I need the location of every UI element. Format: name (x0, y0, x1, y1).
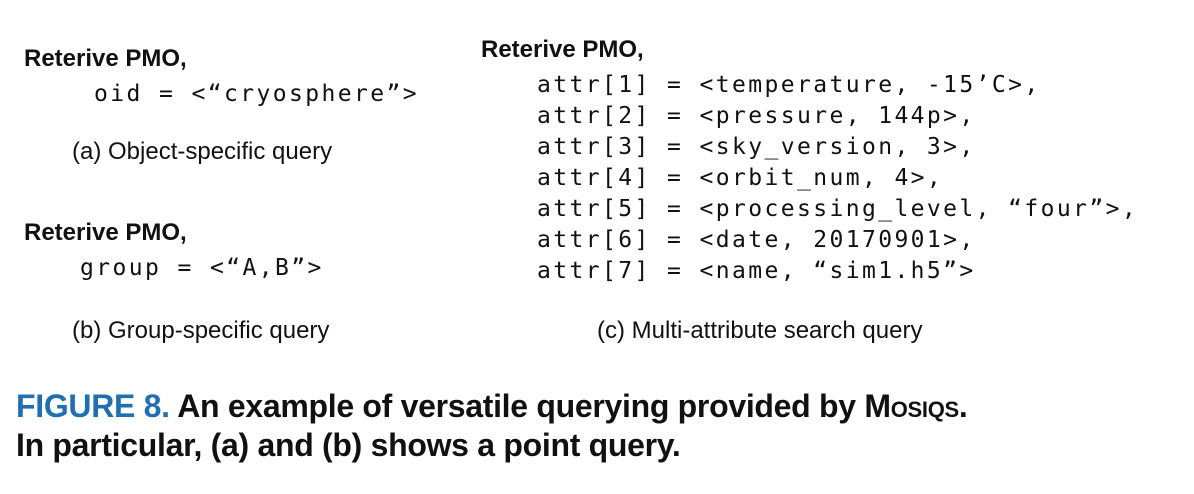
panel-a-heading: Reterive PMO, (24, 45, 187, 72)
attribute-line: attr[5] = <processing_level, “four”>, (537, 196, 1139, 222)
panel-b-caption: (b) Group-specific query (72, 317, 330, 344)
panel-b-code: group = <“A,B”> (80, 255, 324, 281)
attribute-line: attr[2] = <pressure, 144p>, (537, 103, 976, 129)
figure-label: FIGURE 8. (16, 388, 170, 424)
attribute-line: attr[6] = <date, 20170901>, (537, 227, 976, 253)
figure-caption-text: An example of versatile querying provide… (177, 388, 865, 424)
attribute-line: attr[1] = <temperature, -15’C>, (537, 72, 1041, 98)
figure-caption-system-name: Mosiqs (864, 388, 959, 424)
attribute-line: attr[3] = <sky_version, 3>, (537, 134, 976, 160)
panel-b-heading: Reterive PMO, (24, 219, 187, 246)
panel-a-code: oid = <“cryosphere”> (94, 81, 419, 107)
attribute-line: attr[7] = <name, “sim1.h5”> (537, 258, 976, 284)
panel-c-attribute-list: attr[1] = <temperature, -15’C>, attr[2] … (537, 70, 1138, 287)
panel-a-caption: (a) Object-specific query (72, 138, 333, 165)
figure-caption-period: . (958, 388, 968, 424)
panel-c-caption: (c) Multi-attribute search query (597, 317, 923, 344)
panel-c-heading: Reterive PMO, (481, 36, 644, 63)
figure-caption-line-1: FIGURE 8. An example of versatile queryi… (16, 386, 968, 426)
figure-caption-line-2: In particular, (a) and (b) shows a point… (16, 427, 681, 463)
attribute-line: attr[4] = <orbit_num, 4>, (537, 165, 944, 191)
